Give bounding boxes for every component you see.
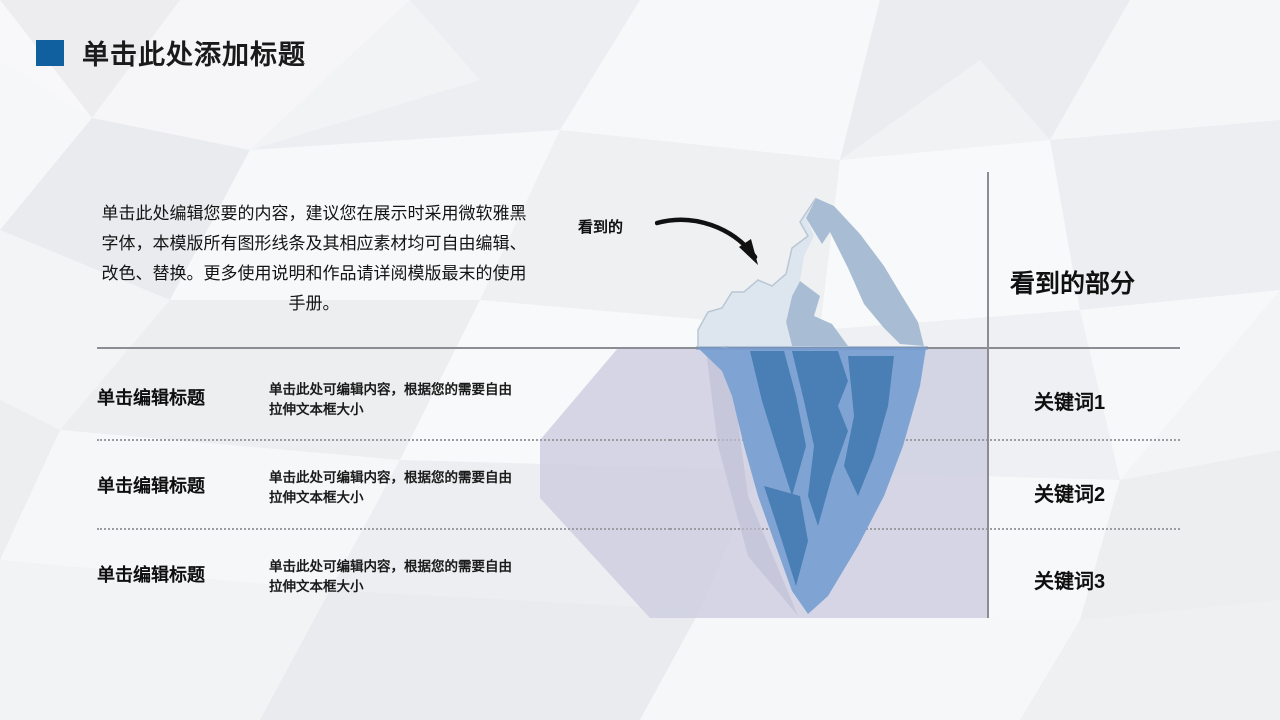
iceberg-waterline-band xyxy=(696,346,928,350)
row-title-2: 单击编辑标题 xyxy=(97,476,205,496)
vertical-column-divider xyxy=(987,172,989,618)
content-row-2: 单击编辑标题 单击此处可编辑内容，根据您的需要自由拉伸文本框大小 xyxy=(97,468,567,508)
row-body-2: 单击此处可编辑内容，根据您的需要自由拉伸文本框大小 xyxy=(269,470,512,505)
page-title: 单击此处添加标题 xyxy=(36,33,306,72)
iceberg-underwater-dark-2 xyxy=(792,351,848,526)
page-title-text: 单击此处添加标题 xyxy=(82,40,306,70)
iceberg-underwater-dark-4 xyxy=(764,486,808,586)
iceberg-tip-light xyxy=(698,198,816,346)
iceberg-underwater-dark-3 xyxy=(844,356,894,496)
row-body-3: 单击此处可编辑内容，根据您的需要自由拉伸文本框大小 xyxy=(269,559,512,594)
iceberg-illustration xyxy=(696,197,928,616)
row-title-1: 单击编辑标题 xyxy=(97,388,205,408)
content-row-1: 单击编辑标题 单击此处可编辑内容，根据您的需要自由拉伸文本框大小 xyxy=(97,380,567,420)
row-title-3: 单击编辑标题 xyxy=(97,565,205,585)
row-divider-right-1 xyxy=(670,439,1180,441)
intro-paragraph: 单击此处编辑您要的内容，建议您在展示时采用微软雅黑字体，本模版所有图形线条及其相… xyxy=(101,204,527,313)
row-body-1: 单击此处可编辑内容，根据您的需要自由拉伸文本框大小 xyxy=(269,382,512,417)
keyword-label-3: 关键词3 xyxy=(1034,571,1106,593)
iceberg-tip-outline xyxy=(697,197,817,346)
iceberg-tip-shadow-lower xyxy=(786,281,848,346)
callout-label: 看到的 xyxy=(578,219,624,236)
iceberg-underwater-dark-1 xyxy=(750,351,806,496)
waterline-divider-left xyxy=(97,347,670,349)
iceberg-underwater-shadow xyxy=(706,346,798,616)
keyword-label-1: 关键词1 xyxy=(1034,392,1106,414)
row-divider-left-1 xyxy=(97,439,670,441)
keyword-label-2: 关键词2 xyxy=(1034,484,1106,506)
row-divider-left-2 xyxy=(97,528,670,530)
curved-arrow-icon xyxy=(655,217,758,265)
content-row-3: 单击编辑标题 单击此处可编辑内容，根据您的需要自由拉伸文本框大小 xyxy=(97,557,567,597)
iceberg-tip-shadow xyxy=(806,198,924,346)
seen-part-label: 看到的部分 xyxy=(1010,270,1136,298)
row-divider-right-2 xyxy=(670,528,1180,530)
title-accent-square-icon xyxy=(36,39,64,66)
